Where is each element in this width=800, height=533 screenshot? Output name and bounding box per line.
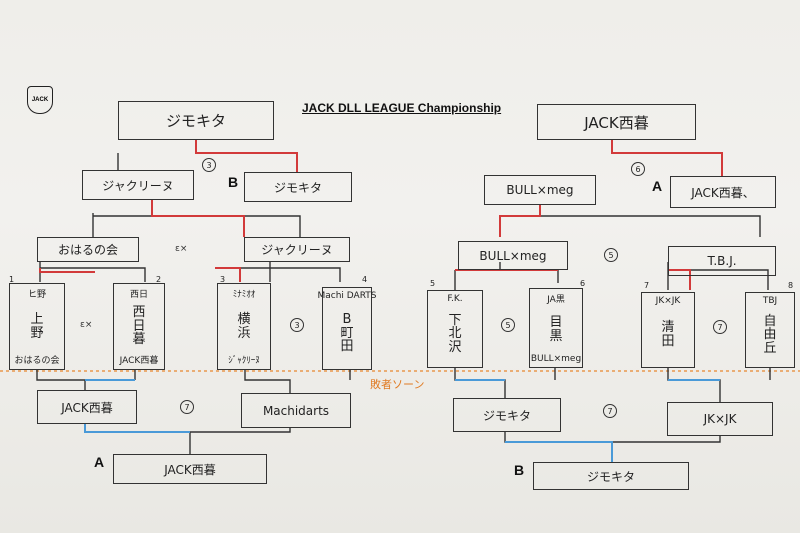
left-team-4-seed: 4: [362, 275, 368, 284]
right-team-1-top: F.K.: [447, 294, 463, 304]
right-team-2-name: 目 黒: [549, 314, 563, 344]
right-final-b-box: JACK西暮、: [670, 176, 776, 208]
right-team-2-box: JA黒 目 黒 BULL×meg: [529, 288, 583, 368]
left-team-3-top: ﾐﾅﾐｵｵ: [232, 290, 256, 300]
left-team-3-bottom: ｼﾞｬｸﾘｰﾇ: [228, 356, 260, 366]
left-team-1-box: ヒ野 上 野 おはるの会: [9, 283, 65, 370]
left-team-1-seed: 1: [9, 275, 15, 284]
right-loser-1-box: ジモキタ: [453, 398, 561, 432]
right-team-4-name: 自 由 丘: [763, 313, 777, 356]
left-final-b-label: B: [228, 174, 239, 190]
left-final-a-box: ジャクリーヌ: [82, 170, 194, 200]
left-team-2-bottom: JACK西暮: [119, 355, 159, 366]
right-team-4-top: TBJ: [762, 296, 778, 306]
left-team-3-name: 横 浜: [237, 311, 251, 341]
left-team-1-top: ヒ野: [27, 290, 46, 300]
right-loser-round-number: 7: [603, 404, 617, 418]
right-team-2-bottom: BULL×meg: [530, 354, 582, 364]
left-semi-1-box: おはるの会: [37, 237, 139, 262]
left-team-3-box: ﾐﾅﾐｵｵ 横 浜 ｼﾞｬｸﾘｰﾇ: [217, 283, 271, 370]
right-team-1-name: 下 北 沢: [448, 312, 462, 355]
left-match-number: 3: [290, 318, 304, 332]
right-team-3-top: JK×JK: [655, 296, 681, 306]
left-match-vs: ε×: [80, 320, 93, 330]
left-team-2-top: 西日: [129, 290, 148, 300]
right-team-3-name: 清 田: [661, 320, 675, 349]
right-team-4-box: TBJ 自 由 丘: [745, 292, 795, 368]
left-loser-1-box: JACK西暮: [37, 390, 137, 424]
right-team-2-top: JA黒: [547, 295, 565, 305]
left-team-1-name: 上 野: [30, 311, 44, 341]
right-team-3-box: JK×JK 清 田: [641, 292, 695, 368]
left-semi-vs: ε×: [175, 244, 188, 254]
right-loser-path: [455, 379, 720, 462]
page-title: JACK DLL LEAGUE Championship: [302, 101, 502, 115]
left-team-4-box: Machi DARTS B 町 田: [317, 287, 377, 370]
left-loser-winner-label: A: [94, 454, 105, 470]
left-team-1-bottom: おはるの会: [14, 356, 60, 366]
left-loser-round-number: 7: [180, 400, 194, 414]
left-team-2-name: 西 日 暮: [132, 305, 146, 348]
right-final-round-number: 6: [631, 162, 645, 176]
loser-zone-label: 敗者ソーン: [370, 378, 425, 391]
right-team-2-seed: 6: [580, 279, 586, 288]
left-winner-path: [39, 140, 298, 282]
left-team-2-box: 西日 西 日 暮 JACK西暮: [113, 283, 165, 370]
left-semi-2-box: ジャクリーヌ: [244, 237, 350, 262]
right-team-4-seed: 8: [788, 281, 794, 290]
left-final-round-number: 3: [202, 158, 216, 172]
left-team-3-seed: 3: [220, 275, 226, 284]
left-team-2-seed: 2: [156, 275, 162, 284]
right-match-number-1: 5: [501, 318, 515, 332]
right-loser-2-box: JK×JK: [667, 402, 773, 436]
right-winner-path: [455, 140, 723, 290]
right-semi-2-box: T.B.J.: [668, 246, 776, 276]
right-team-3-seed: 7: [644, 281, 650, 290]
right-team-1-box: F.K. 下 北 沢: [427, 290, 483, 368]
right-loser-winner-box: ジモキタ: [533, 462, 689, 490]
right-semi-number: 5: [604, 248, 618, 262]
right-champion-box: JACK西暮: [537, 104, 696, 140]
left-loser-2-box: Machidarts: [241, 393, 351, 428]
right-match-number-2: 7: [713, 320, 727, 334]
left-loser-winner-box: JACK西暮: [113, 454, 267, 484]
left-team-4-name: B 町 田: [340, 312, 354, 355]
right-team-1-seed: 5: [430, 279, 436, 288]
left-loser-path: [84, 379, 190, 433]
right-semi-1-box: BULL×meg: [458, 241, 568, 270]
jack-logo: JACK: [27, 86, 53, 114]
right-final-a-label: A: [652, 178, 663, 194]
left-team-4-top: Machi DARTS: [317, 291, 377, 301]
right-final-a-box: BULL×meg: [484, 175, 596, 205]
left-champion-box: ジモキタ: [118, 101, 274, 140]
right-loser-winner-label: B: [514, 462, 525, 478]
left-final-b-box: ジモキタ: [244, 172, 352, 202]
